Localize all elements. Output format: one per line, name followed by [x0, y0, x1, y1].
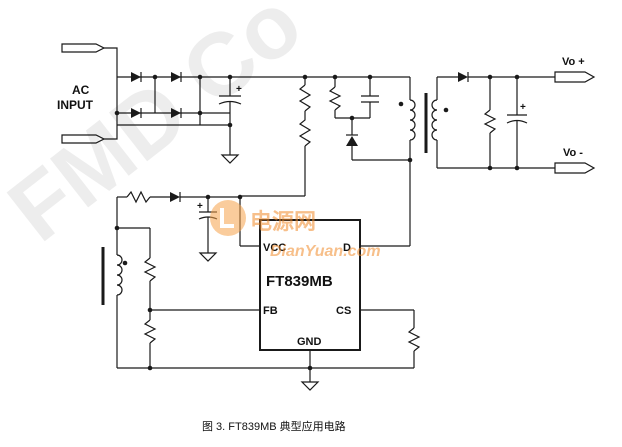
- site-watermark-logo: [210, 200, 246, 236]
- feedback-divider: [117, 228, 414, 371]
- site-watermark-url: DianYuan.com: [270, 243, 381, 260]
- output-cap-plus: +: [520, 102, 526, 113]
- wire-ac-top: [104, 47, 118, 77]
- vo-plus-terminal: [554, 71, 596, 83]
- input-label: INPUT: [57, 98, 94, 112]
- output-resistor: [483, 77, 497, 168]
- ac-label: AC: [72, 83, 90, 97]
- pin-vcc-label: VCC: [263, 242, 286, 254]
- vcc-cap-plus: +: [197, 201, 203, 212]
- output-rectifier: [437, 72, 555, 171]
- pin-gnd-label: GND: [297, 336, 322, 348]
- figure-caption: 图 3. FT839MB 典型应用电路: [202, 419, 346, 433]
- gnd-pin-wire: [300, 350, 320, 391]
- vo-minus-terminal: [554, 162, 596, 174]
- chip-name: FT839MB: [266, 273, 333, 290]
- pin-fb-label: FB: [263, 305, 278, 317]
- transformer-secondary: [431, 77, 449, 168]
- vo-minus-label: Vo -: [563, 147, 583, 159]
- wire-ac-bottom: [104, 113, 118, 140]
- transformer-primary: [353, 77, 416, 247]
- ft839mb-chip: [259, 219, 361, 351]
- pin-d-label: D: [343, 242, 351, 254]
- rcd-snubber: [328, 77, 410, 161]
- ac-terminal-bottom: [61, 134, 106, 144]
- ground-symbol-bulk: [220, 154, 240, 164]
- vo-plus-label: Vo +: [562, 56, 585, 68]
- bulk-cap-plus: +: [236, 84, 242, 95]
- aux-winding: [101, 197, 150, 368]
- aux-rectifier: [117, 190, 243, 204]
- sense-resistor: [360, 309, 421, 368]
- startup-resistor: [240, 77, 312, 197]
- bridge-rectifier: [114, 72, 240, 126]
- output-capacitor: [506, 77, 528, 168]
- pin-cs-label: CS: [336, 305, 351, 317]
- bulk-capacitor: [218, 74, 242, 155]
- ac-terminal-top: [61, 43, 106, 53]
- site-watermark-cn: 电源网: [250, 209, 316, 234]
